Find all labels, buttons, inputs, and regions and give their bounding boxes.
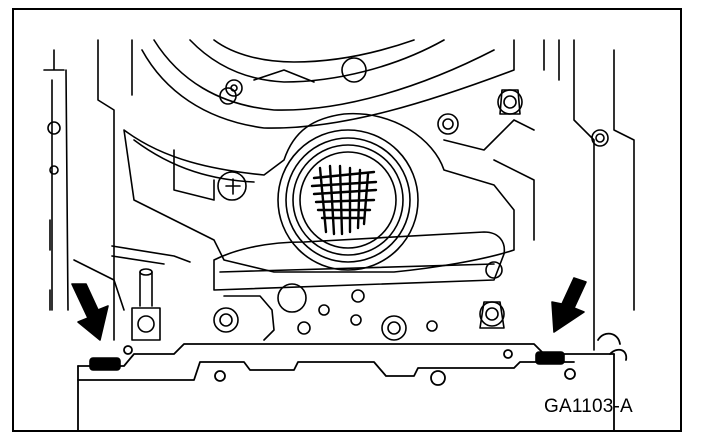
left-sealant-mark [89,357,121,371]
lower-crossmember [213,231,506,341]
left-bracket [73,245,191,311]
figure-code-label: GA1103-A [544,396,633,417]
bolt-row [213,87,523,341]
circular-seal [277,129,419,271]
bolt [479,301,505,329]
right-arrow [551,277,587,333]
bolt [426,320,438,332]
seal-hatch [310,164,378,236]
bolt [297,321,311,335]
engine-oil-pan-illustration [43,39,635,430]
engine-block [43,39,635,351]
bolt [213,307,239,333]
pump-cover [123,112,535,273]
left-stud [131,268,161,341]
down-arrow-icon [71,283,109,341]
left-arrow [71,283,109,341]
bolt [497,89,523,115]
figure-frame: GA1103-A [12,8,682,432]
down-arrow-icon [551,277,587,333]
bolt [381,315,407,341]
bolt [437,113,459,135]
upper-housing [141,39,515,129]
right-sealant-mark [535,351,565,365]
bolt [219,87,237,105]
